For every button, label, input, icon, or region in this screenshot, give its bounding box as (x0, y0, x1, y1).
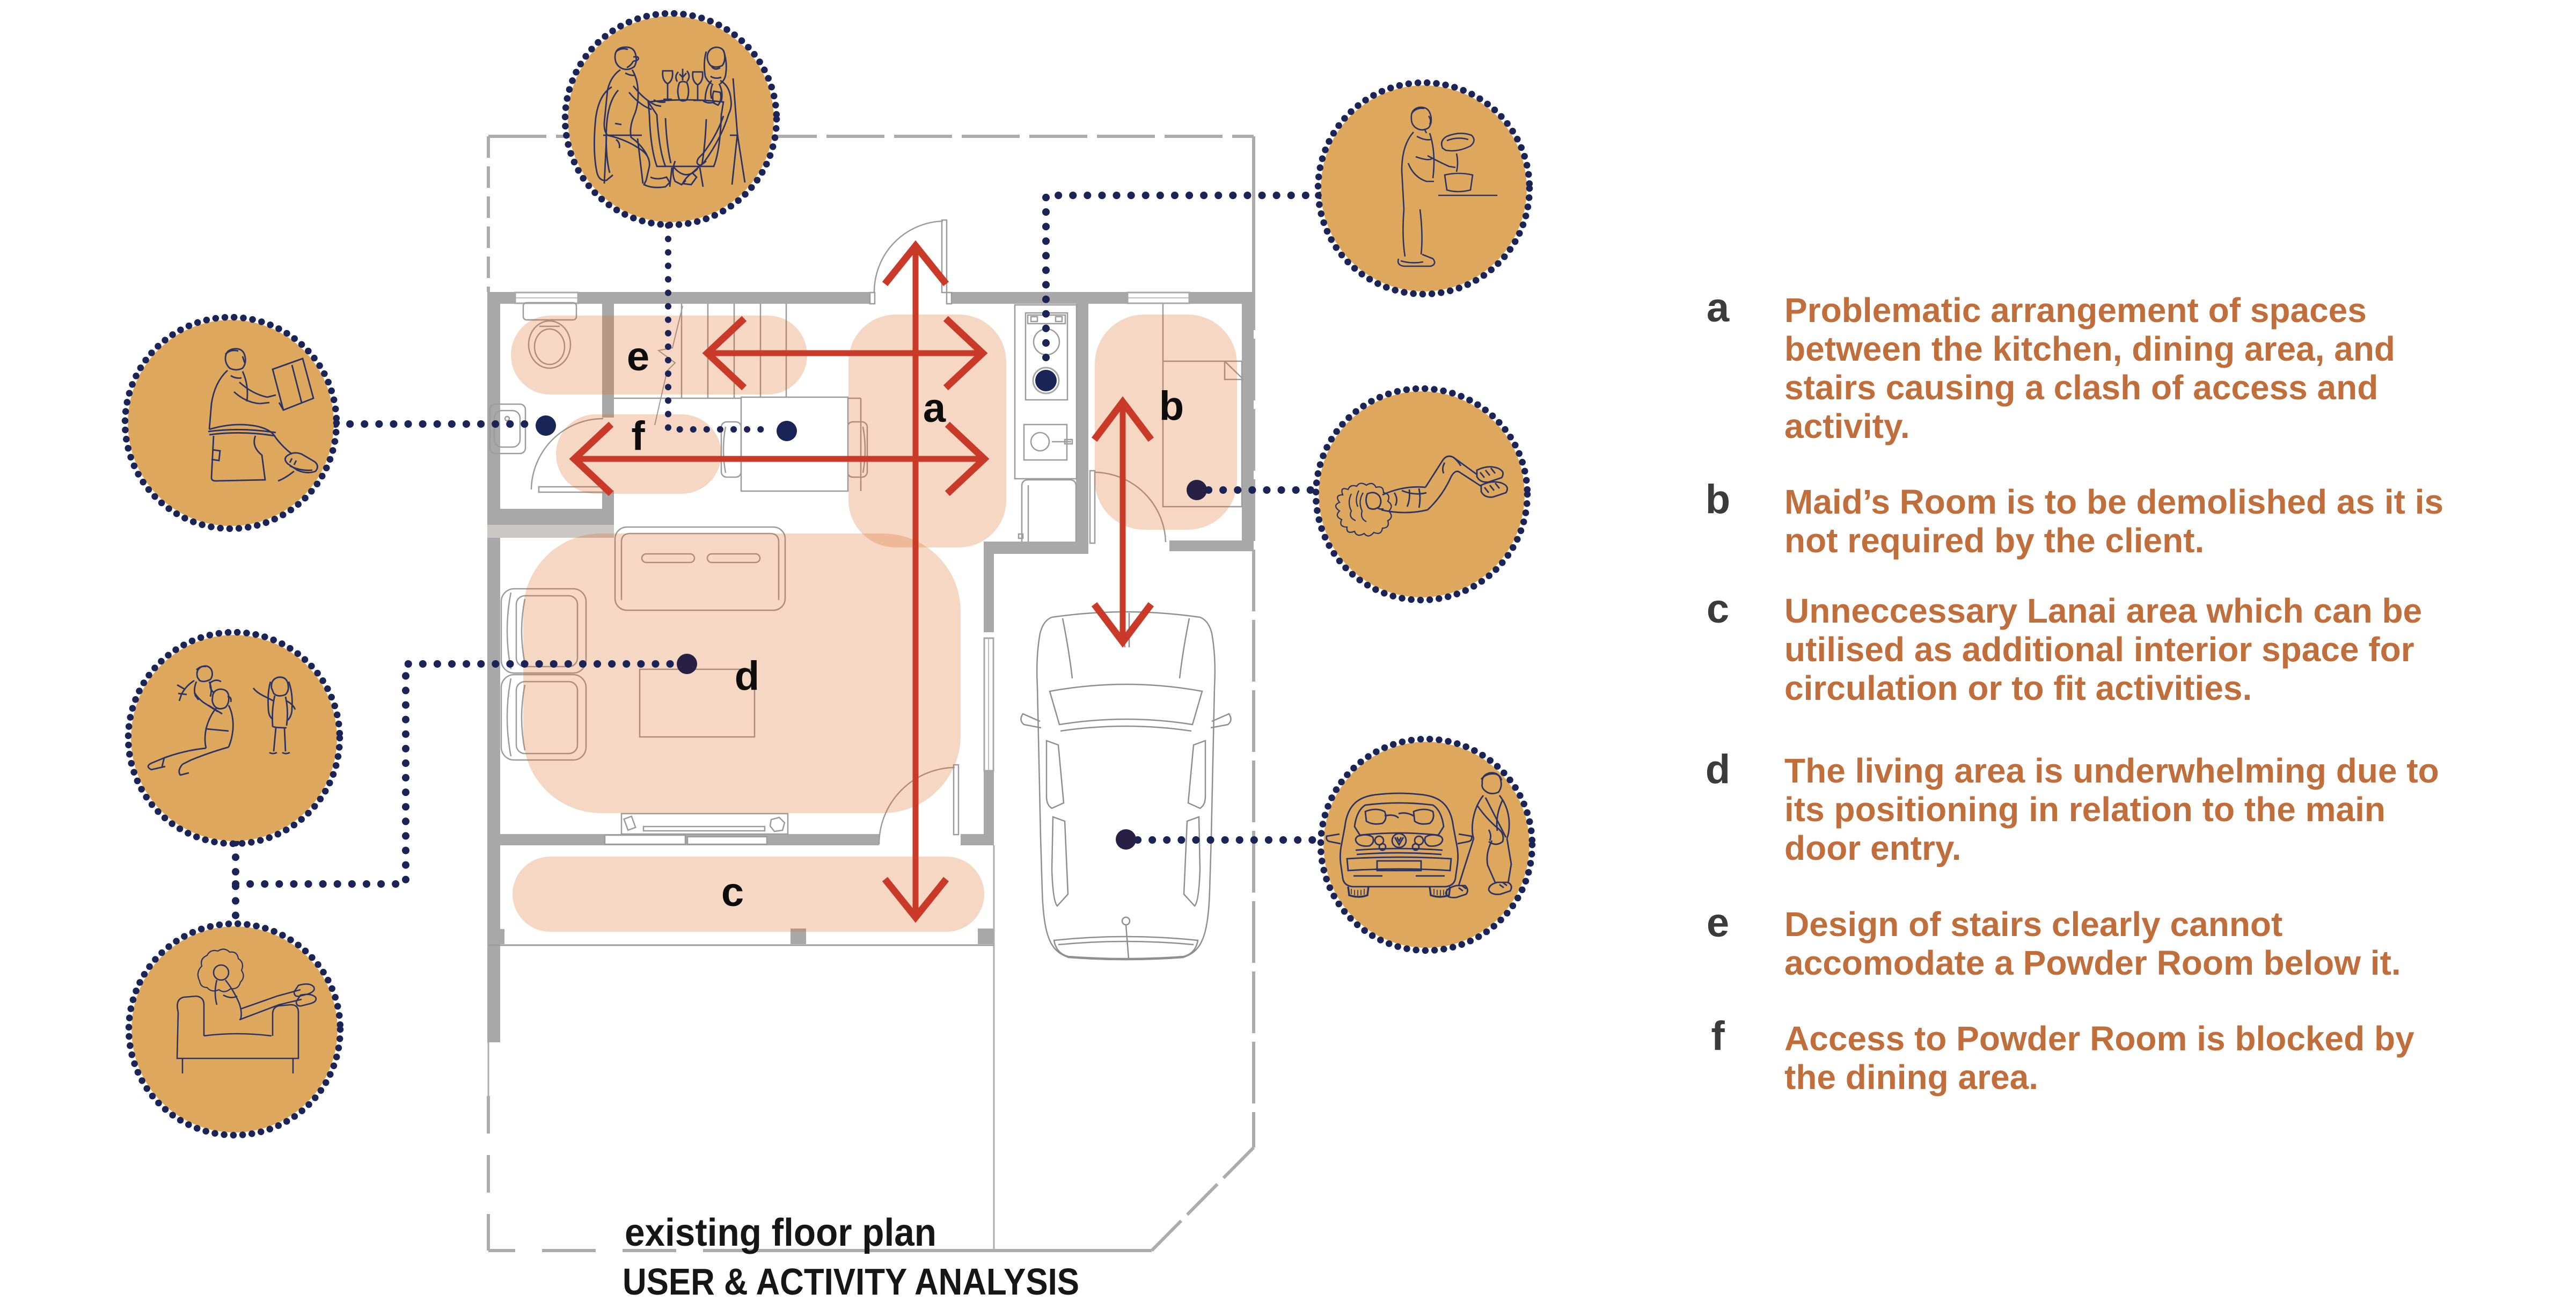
svg-text:Problematic arrangement of spa: Problematic arrangement of spaces (1784, 291, 2367, 330)
svg-text:Design of stairs clearly canno: Design of stairs clearly cannot (1784, 905, 2282, 944)
svg-text:utilised as additional interio: utilised as additional interior space fo… (1784, 630, 2414, 669)
svg-text:Unneccessary Lanai area which: Unneccessary Lanai area which can be (1784, 591, 2422, 630)
svg-text:between the kitchen, dining ar: between the kitchen, dining area, and (1784, 330, 2395, 368)
svg-text:c: c (721, 869, 744, 915)
svg-text:USER & ACTIVITY ANALYSIS: USER & ACTIVITY ANALYSIS (623, 1261, 1079, 1301)
svg-text:f: f (1711, 1013, 1725, 1059)
svg-text:its positioning in relation to: its positioning in relation to the main (1784, 790, 2385, 829)
svg-text:not required by the client.: not required by the client. (1784, 521, 2204, 560)
svg-text:circulation or to fit activiti: circulation or to fit activities. (1784, 669, 2252, 707)
svg-text:b: b (1706, 477, 1730, 522)
svg-text:existing floor plan: existing floor plan (625, 1211, 936, 1254)
svg-text:c: c (1707, 586, 1729, 632)
svg-text:a: a (923, 385, 946, 431)
svg-text:activity.: activity. (1784, 407, 1910, 445)
svg-text:e: e (627, 334, 649, 379)
svg-text:The living area is underwhelmi: The living area is underwhelming due to (1784, 751, 2439, 790)
svg-text:e: e (1707, 900, 1729, 946)
svg-text:b: b (1159, 383, 1184, 429)
svg-text:accomodate a Powder Room below: accomodate a Powder Room below it. (1784, 944, 2401, 982)
svg-text:Access to Powder Room is block: Access to Powder Room is blocked by (1784, 1019, 2414, 1058)
svg-text:d: d (1706, 747, 1730, 792)
svg-text:Maid’s Room is to be demolishe: Maid’s Room is to be demolished as it is (1784, 483, 2443, 521)
svg-text:a: a (1707, 285, 1730, 331)
svg-text:f: f (631, 413, 645, 459)
svg-text:stairs causing a clash of acce: stairs causing a clash of access and (1784, 368, 2378, 407)
svg-text:the dining area.: the dining area. (1784, 1058, 2038, 1097)
svg-text:d: d (735, 653, 759, 699)
svg-text:door entry.: door entry. (1784, 829, 1962, 867)
